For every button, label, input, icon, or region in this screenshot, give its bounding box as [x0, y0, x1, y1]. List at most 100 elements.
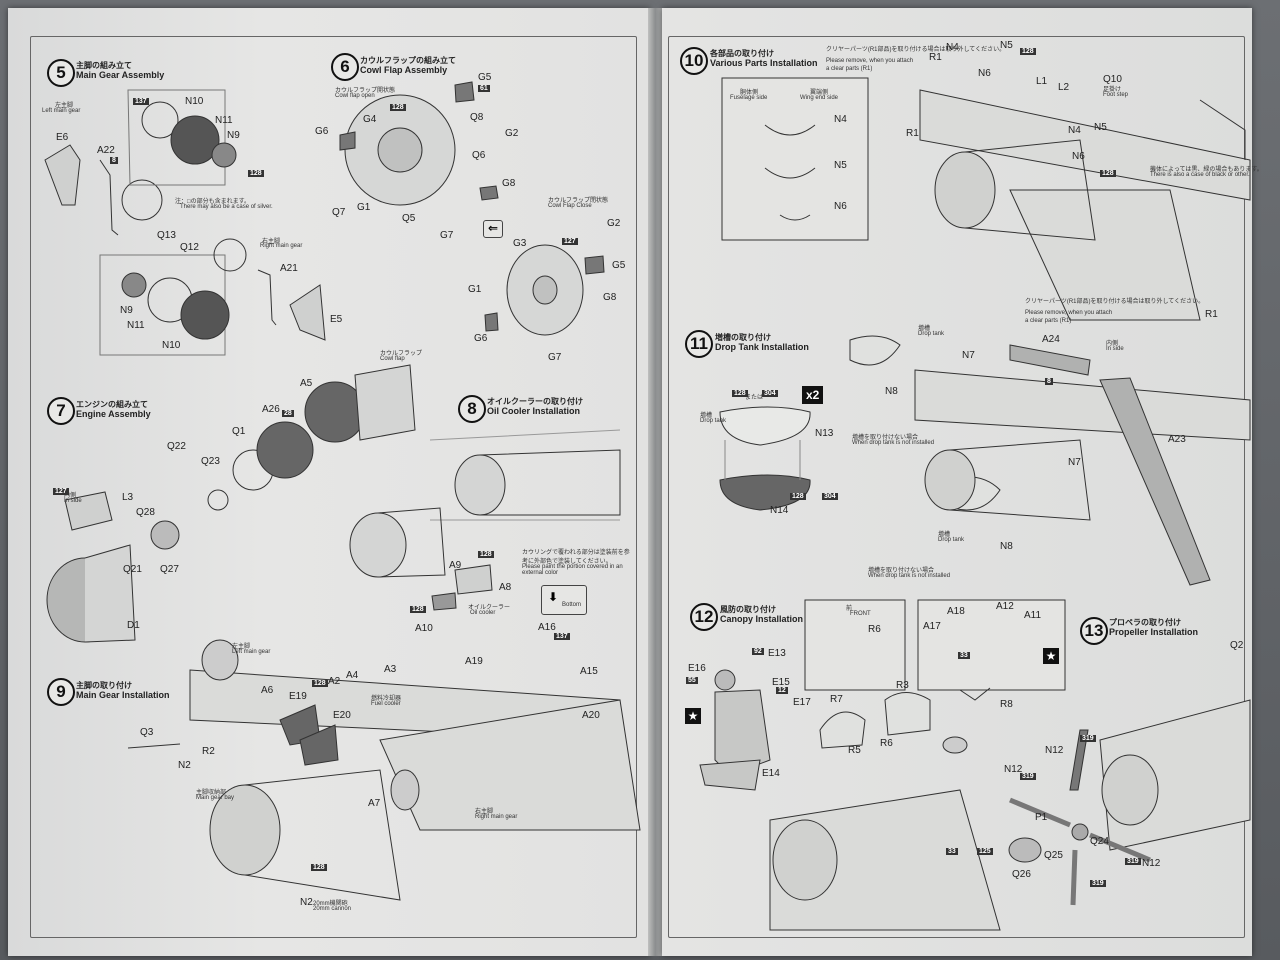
- paint-code-badge: 125: [977, 848, 993, 855]
- part-label: Q2: [1230, 640, 1244, 651]
- fuselage-side-en: Fuselage side: [730, 95, 768, 101]
- part-label: D1: [127, 620, 140, 631]
- paint-code-badge: 137: [133, 98, 149, 105]
- page-fold: [648, 8, 664, 956]
- part-label: A16: [538, 622, 556, 633]
- part-label: A24: [1042, 334, 1060, 345]
- part-label: N5: [834, 160, 847, 171]
- paint-code-badge: 128: [790, 493, 806, 500]
- part-label: Q6: [472, 150, 486, 161]
- part-label: A5: [300, 378, 313, 389]
- step-11-title-jp: 増槽の取り付け: [715, 333, 771, 342]
- paint-code-badge: 319: [1080, 735, 1096, 742]
- part-label: N7: [1068, 457, 1081, 468]
- drop-tank-jp-2: 増槽: [700, 413, 713, 419]
- cowl-flap-jp: カウルフラップ: [380, 351, 423, 357]
- paint-code-badge: 8: [110, 157, 118, 164]
- part-label: E20: [333, 710, 351, 721]
- paint-code-badge: 128: [410, 606, 426, 613]
- decal-star-icon: ★: [1043, 648, 1059, 664]
- part-label: N5: [1000, 40, 1013, 51]
- clear-parts-note-en-2: a clear parts (R1): [826, 66, 873, 72]
- paint-code-badge: 128: [1100, 170, 1116, 177]
- decal-star-icon: ★: [685, 708, 701, 724]
- clear-parts-note-en-3: Please remove, when you attach: [1025, 310, 1113, 316]
- part-label: Q10: [1103, 74, 1122, 85]
- part-label: P1: [1035, 812, 1048, 823]
- part-label: Q7: [332, 207, 346, 218]
- paint-code-badge: 304: [822, 493, 838, 500]
- foot-step-jp: 足掛け: [1103, 87, 1122, 93]
- left-gear-label-en: Left main gear: [42, 108, 81, 114]
- step-10-title-en: Various Parts Installation: [710, 58, 818, 68]
- part-label: Q22: [167, 441, 186, 452]
- part-label: G5: [612, 260, 626, 271]
- step-5-title-en: Main Gear Assembly: [76, 70, 165, 80]
- part-label: A8: [499, 582, 512, 593]
- part-label: E6: [56, 132, 69, 143]
- part-label: G2: [607, 218, 621, 229]
- part-label: N4: [834, 114, 847, 125]
- no-tank-note-jp-2: 増槽を取り付けない場合: [868, 568, 935, 574]
- silver-note-en: There may also be a case of silver.: [180, 204, 273, 210]
- right-main-gear-jp: 右主脚: [475, 809, 494, 815]
- or-label: または: [745, 395, 764, 401]
- part-label: N2: [300, 897, 313, 908]
- step-5-number: 5: [47, 59, 75, 87]
- part-label: E17: [793, 697, 811, 708]
- cowl-flap-en: Cowl flap: [380, 356, 405, 362]
- part-label: N10: [185, 96, 204, 107]
- part-label: A26: [262, 404, 280, 415]
- paint-code-badge: 128: [248, 170, 264, 177]
- paint-code-badge: 8: [1045, 378, 1053, 385]
- paint-code-badge: 61: [478, 85, 490, 92]
- part-label: A11: [1024, 610, 1042, 621]
- part-label: A9: [449, 560, 462, 571]
- part-label: Q13: [157, 230, 176, 241]
- step-10-number: 10: [680, 47, 708, 75]
- no-tank-note-jp: 増槽を取り付けない場合: [852, 435, 919, 441]
- cowling-note-en: Please paint the portion covered in an e…: [522, 564, 623, 576]
- paint-code-badge: 28: [282, 410, 294, 417]
- drop-tank-jp-3: 増槽: [938, 532, 951, 538]
- paint-code-badge: 128: [1020, 48, 1036, 55]
- cowl-open-en: Cowl flap open: [335, 93, 375, 99]
- cowl-close-jp: カウルフラップ閉状態: [548, 198, 609, 204]
- left-gear-label-jp: 左主脚: [55, 103, 74, 109]
- paint-code-badge: 128: [311, 864, 327, 871]
- part-label: N12: [1142, 858, 1161, 869]
- part-label: L3: [122, 492, 134, 503]
- cowl-close-en: Cowl Flap Close: [548, 203, 592, 209]
- part-label: N14: [770, 505, 789, 516]
- part-label: G1: [357, 202, 371, 213]
- fuel-cooler-en: Fuel cooler: [371, 701, 401, 707]
- part-label: A12: [996, 601, 1014, 612]
- fuselage-side-jp: 胴体側: [740, 90, 759, 96]
- cowl-open-jp: カウルフラップ開状態: [335, 88, 396, 94]
- part-label: Q21: [123, 564, 142, 575]
- part-label: A7: [368, 798, 381, 809]
- part-label: A21: [280, 263, 298, 274]
- part-label: G8: [603, 292, 617, 303]
- part-label: A22: [97, 145, 115, 156]
- paint-code-badge: 137: [554, 633, 570, 640]
- drop-tank-jp: 増槽: [918, 326, 931, 332]
- part-label: Q23: [201, 456, 220, 467]
- paint-code-badge: 319: [1125, 858, 1141, 865]
- part-label: N8: [1000, 541, 1013, 552]
- step-10-title-jp: 各部品の取り付け: [710, 49, 774, 58]
- part-label: N6: [834, 201, 847, 212]
- clear-parts-note-en-1: Please remove, when you attach: [826, 58, 914, 64]
- part-label: Q27: [160, 564, 179, 575]
- part-label: N5: [1094, 122, 1107, 133]
- paint-code-badge: 128: [478, 551, 494, 558]
- step-13-title-jp: プロペラの取り付け: [1109, 618, 1181, 627]
- part-label: R2: [202, 746, 215, 757]
- part-label: G5: [478, 72, 492, 83]
- paint-code-badge: 127: [562, 238, 578, 245]
- part-label: N4: [946, 42, 959, 53]
- part-label: E15: [772, 677, 790, 688]
- part-label: G4: [363, 114, 377, 125]
- clear-parts-note-jp-2: クリヤーパーツ(R1部品)を取り付ける場合は取り外してください。: [1025, 299, 1205, 305]
